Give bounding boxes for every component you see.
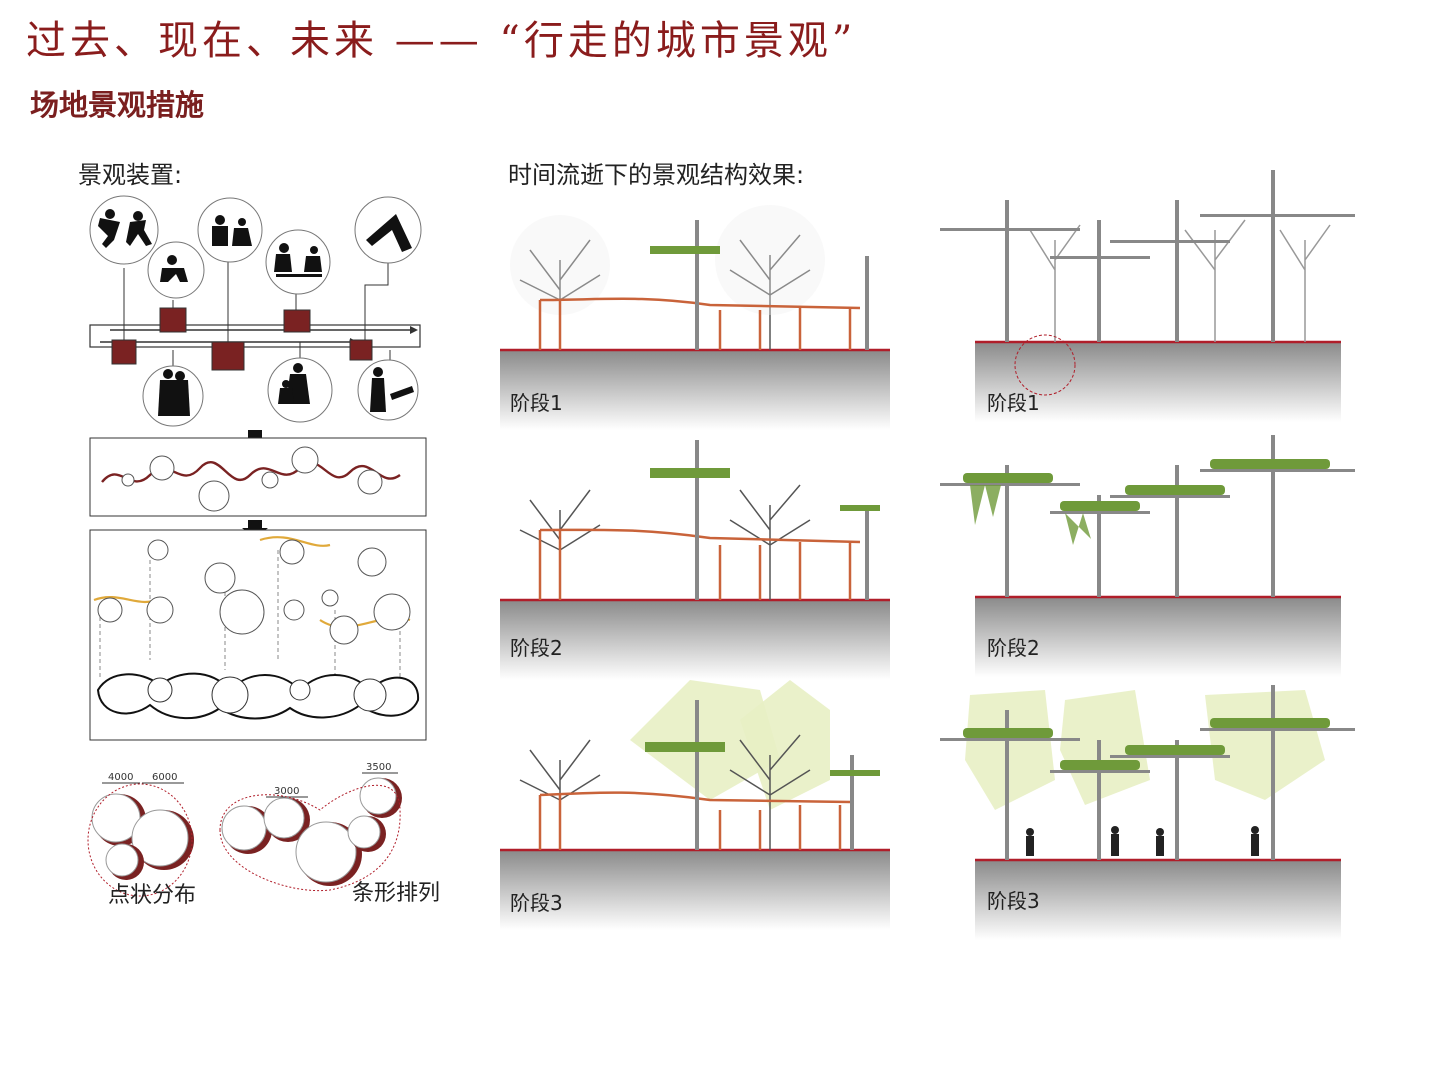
dimension-label: 6000 xyxy=(152,772,177,783)
stage-2-section: 阶段2 xyxy=(940,435,1355,677)
stage-1-label: 阶段1 xyxy=(987,391,1040,415)
page-title: 过去、现在、未来 —— “行走的城市景观” xyxy=(26,18,857,64)
stage-1-label: 阶段1 xyxy=(510,391,563,415)
down-arrow-icon xyxy=(242,520,268,538)
pergola-section-column: 阶段1 阶段2 xyxy=(500,205,890,930)
dimension-label: 3500 xyxy=(366,762,391,773)
stage-2-label: 阶段2 xyxy=(510,636,563,660)
stage-3-label: 阶段3 xyxy=(987,889,1040,913)
module-layout-box xyxy=(89,529,427,741)
stage-1-section: 阶段1 xyxy=(500,205,890,430)
activity-flow-diagram xyxy=(89,195,422,427)
stage-3-section: 阶段3 xyxy=(500,680,890,930)
point-layout-label: 点状分布 xyxy=(108,883,196,908)
section-title: 场地景观措施 xyxy=(30,88,205,122)
stage-1-section: 阶段1 xyxy=(940,170,1355,422)
path-sketch-box xyxy=(89,437,427,517)
dimension-label: 4000 xyxy=(108,772,133,783)
stage-2-label: 阶段2 xyxy=(987,636,1040,660)
dimension-label: 3000 xyxy=(274,786,299,797)
point-layout-cluster: 4000 6000 点状分布 xyxy=(87,772,196,908)
strip-layout-cluster: 3000 3500 条形排列 xyxy=(219,762,440,906)
stage-3-section: 阶段3 xyxy=(940,685,1355,940)
stage-3-label: 阶段3 xyxy=(510,891,563,915)
installation-concept-diagram: 4000 6000 点状分布 3000 3500 条形排列 xyxy=(87,195,440,908)
pole-section-column: 阶段1 阶段2 xyxy=(940,170,1355,940)
installation-heading: 景观装置: xyxy=(78,161,183,189)
strip-layout-label: 条形排列 xyxy=(352,881,440,906)
time-effect-heading: 时间流逝下的景观结构效果: xyxy=(508,161,805,189)
stage-2-section: 阶段2 xyxy=(500,440,890,680)
